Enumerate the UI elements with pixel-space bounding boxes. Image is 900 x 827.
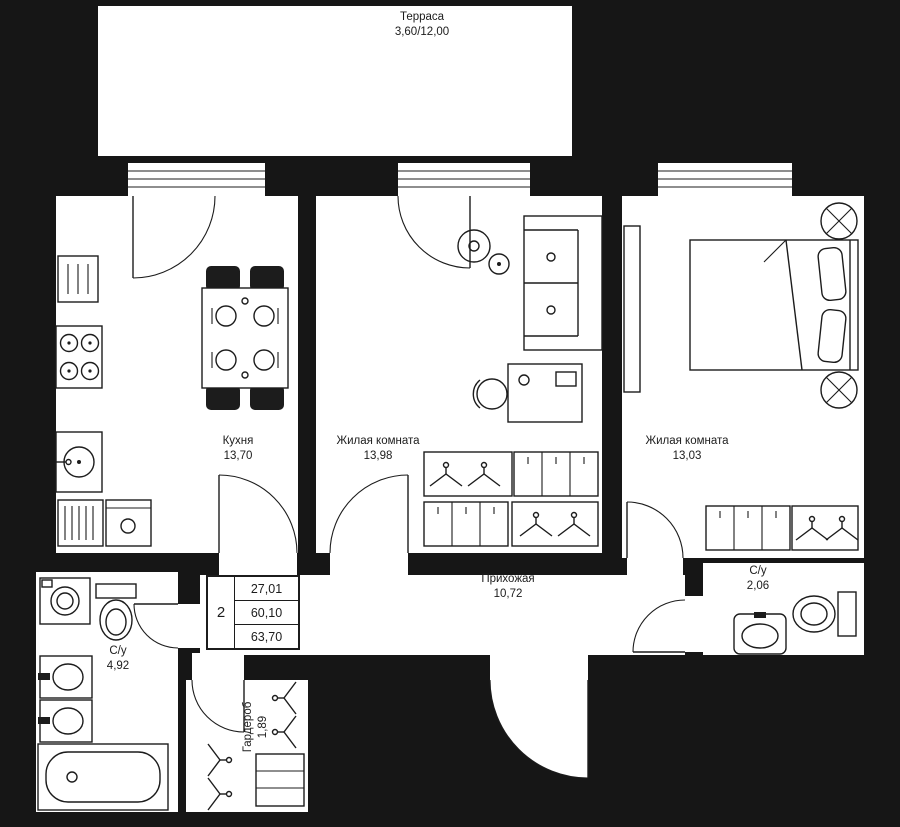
bath-right-area: 2,06 [746,580,770,592]
wall-fixture-bottom-icon [820,371,858,409]
living1-wardrobe-icon [423,451,599,547]
bath-right-name: С/у [749,565,767,577]
dining-set-icon [201,266,289,410]
floor-lamp-icon [457,229,510,275]
wardrobe-door-icon [191,679,245,733]
bath-left-name: С/у [109,645,127,657]
wardrobe-door-opening [192,653,244,682]
terrace-label: Терраса 3,60/12,00 [395,10,449,40]
bath-right-label: С/у 2,06 [747,564,769,594]
hallway-name: Прихожая [481,573,535,585]
radiator-icon [623,225,641,393]
kitchen-door-icon [218,474,298,554]
living2-door-opening [627,556,683,576]
wall-fixture-top-icon [820,202,858,240]
bath-right-door-opening [683,596,705,652]
bath-left-area: 4,92 [106,660,130,672]
living1-label: Жилая комната 13,98 [336,434,419,464]
living2-name: Жилая комната [645,435,729,447]
entrance-opening [490,653,588,682]
hallway-label: Прихожая 10,72 [481,572,534,602]
washbasin-left-icon [38,655,93,743]
kitchen-window-icon [128,163,265,196]
living1-name: Жилая комната [336,435,420,447]
bed-icon [689,239,859,371]
living2-window-icon [658,163,792,196]
toilet-right-icon [792,591,857,637]
living1-area: 13,98 [363,450,393,462]
area-values: 27,01 60,10 63,70 [235,577,298,648]
washing-machine-icon [39,577,91,625]
kitchen-sink-icon [55,431,103,493]
oven-icon [105,499,152,547]
desk-chair-icon [472,378,508,410]
living1-window-icon [398,163,530,196]
kitchen-area: 13,70 [223,450,253,462]
bath-left-label: С/у 4,92 [107,644,129,674]
kitchen-name: Кухня [222,435,254,447]
wardrobe-area: 1,89 [257,715,269,739]
bath-left-door-icon [133,603,179,649]
bath-right-door-icon [632,599,686,653]
wardrobe-shelf-icon [255,753,305,807]
dishwasher-icon [57,499,104,547]
living2-area: 13,03 [672,450,702,462]
terrace-name: Терраса [399,11,445,23]
entrance-door-icon [489,679,589,779]
wardrobe-name: Гардероб [242,701,254,753]
kitchen-label: Кухня 13,70 [223,434,254,464]
kitchen-balcony-door-icon [132,195,216,279]
wardrobe-label: Гардероб 1,89 [241,702,271,753]
stove-icon [55,325,103,389]
total-area-value: 63,70 [250,629,283,644]
living1-door-icon [329,474,409,554]
living2-label: Жилая комната 13,03 [645,434,728,464]
terrace-floor [98,6,572,156]
bathtub-icon [37,743,169,811]
living2-wardrobe-icon [705,505,859,551]
washbasin-right-icon [733,612,787,655]
info-box: 2 27,01 60,10 63,70 [206,575,300,650]
sofa-icon [523,215,603,351]
terrace-dims: 3,60/12,00 [394,26,450,38]
living2-door-icon [626,501,684,559]
living1-door-opening [330,553,408,575]
rooms-count: 2 [208,577,235,648]
desk-icon [507,363,583,423]
bath-left-door-opening [176,604,202,648]
living1-balcony-door-icon [397,195,471,269]
kitchen-hood-icon [57,255,99,303]
apartment-area-value: 60,10 [235,601,298,625]
hallway-area: 10,72 [493,588,523,600]
toilet-left-icon [95,583,137,641]
kitchen-door-opening [219,553,297,575]
living-area-value: 27,01 [235,577,298,601]
